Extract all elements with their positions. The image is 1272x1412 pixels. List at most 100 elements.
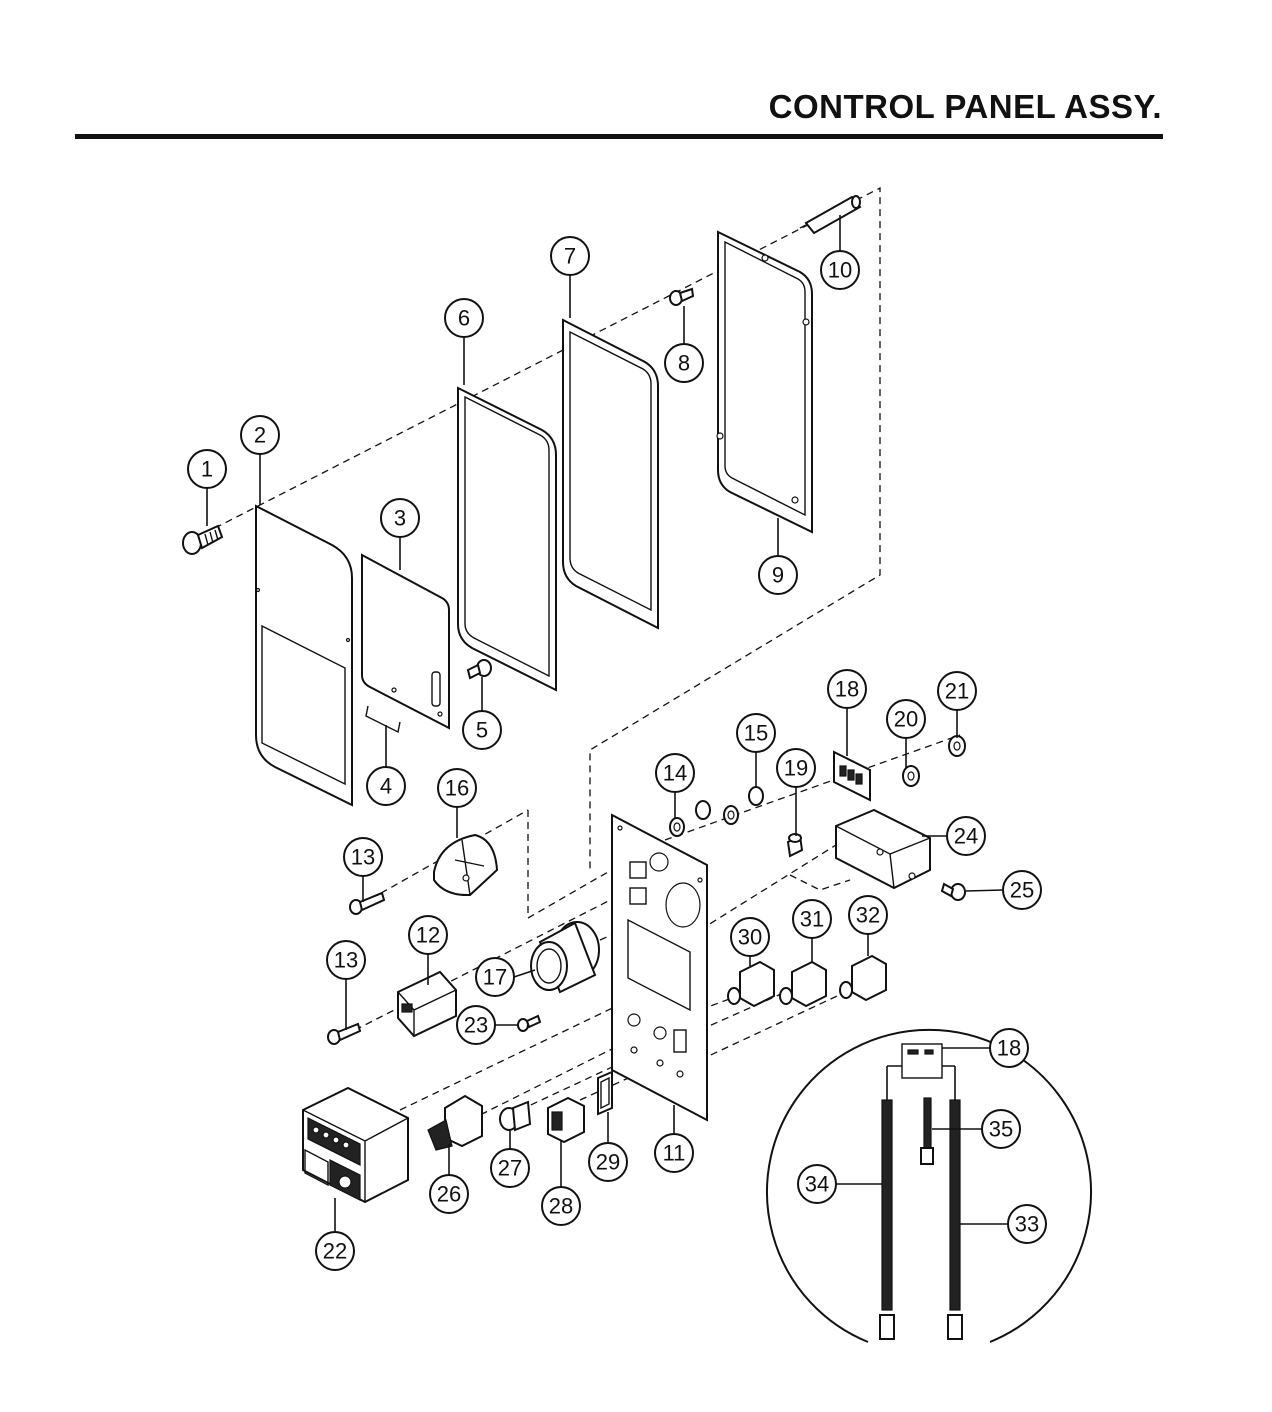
callout-15: 15 <box>736 713 776 753</box>
receptacle-17 <box>530 921 600 994</box>
washer-nut-14 <box>669 800 711 837</box>
washer-20 <box>902 765 920 787</box>
svg-text:28: 28 <box>549 1194 573 1219</box>
svg-text:19: 19 <box>784 756 808 781</box>
svg-text:25: 25 <box>1010 878 1034 903</box>
screw-part-5 <box>466 659 492 680</box>
callout-3: 3 <box>380 498 420 538</box>
callout-24: 24 <box>946 816 986 856</box>
callout-21: 21 <box>937 671 977 711</box>
svg-text:13: 13 <box>334 948 358 973</box>
svg-text:7: 7 <box>564 244 576 269</box>
gasket-frame-6 <box>457 386 557 692</box>
indicator-27 <box>499 1100 532 1132</box>
screw-part-1 <box>182 524 224 555</box>
screw-part-13b <box>327 1022 362 1045</box>
screw-part-23 <box>517 1014 542 1032</box>
svg-text:5: 5 <box>476 718 488 743</box>
callout-9: 9 <box>758 555 798 595</box>
svg-text:4: 4 <box>380 774 392 799</box>
callout-11: 11 <box>654 1133 694 1173</box>
svg-text:16: 16 <box>445 776 469 801</box>
callout-35: 35 <box>981 1109 1021 1149</box>
svg-text:17: 17 <box>483 965 507 990</box>
screw-part-13a <box>349 891 386 915</box>
svg-text:30: 30 <box>738 925 762 950</box>
callout-8: 8 <box>664 343 704 383</box>
callout-17: 17 <box>475 957 515 997</box>
callout-18-detail: 18 <box>989 1028 1029 1068</box>
bracket-24 <box>835 808 931 890</box>
callout-26: 26 <box>429 1174 469 1214</box>
svg-text:23: 23 <box>464 1013 488 1038</box>
washer-nut-15 <box>723 786 764 825</box>
bezel-29 <box>597 1070 613 1116</box>
callout-10: 10 <box>820 250 860 290</box>
control-module-22 <box>302 1086 409 1204</box>
standoff-10 <box>799 195 862 235</box>
callout-33: 33 <box>1007 1204 1047 1244</box>
svg-text:6: 6 <box>458 306 470 331</box>
callout-31: 31 <box>792 899 832 939</box>
svg-text:1: 1 <box>201 457 213 482</box>
breaker-31 <box>779 960 827 1008</box>
rotary-switch-26 <box>427 1094 483 1151</box>
svg-text:18: 18 <box>997 1036 1021 1061</box>
callout-1: 1 <box>187 449 227 489</box>
svg-text:29: 29 <box>596 1150 620 1175</box>
nut-21 <box>948 735 966 757</box>
callout-4: 4 <box>366 766 406 806</box>
svg-text:12: 12 <box>416 923 440 948</box>
callout-20: 20 <box>886 699 926 739</box>
svg-text:34: 34 <box>805 1172 829 1197</box>
svg-text:31: 31 <box>800 907 824 932</box>
callout-12: 12 <box>408 915 448 955</box>
svg-text:13: 13 <box>351 845 375 870</box>
svg-text:18: 18 <box>835 677 859 702</box>
callout-16: 16 <box>437 768 477 808</box>
callout-34: 34 <box>797 1164 837 1204</box>
callout-18-upper: 18 <box>827 669 867 709</box>
svg-text:20: 20 <box>894 707 918 732</box>
svg-text:21: 21 <box>945 679 969 704</box>
screw-part-8 <box>669 287 695 306</box>
callout-2: 2 <box>240 415 280 455</box>
gasket-frame-7 <box>562 318 659 630</box>
svg-text:15: 15 <box>744 721 768 746</box>
callout-13-lower: 13 <box>326 940 366 980</box>
callout-29: 29 <box>588 1142 628 1182</box>
svg-text:11: 11 <box>663 1141 686 1166</box>
svg-text:8: 8 <box>678 351 690 376</box>
svg-text:3: 3 <box>394 506 406 531</box>
svg-text:32: 32 <box>856 903 880 928</box>
callout-5: 5 <box>462 710 502 750</box>
callout-30: 30 <box>730 917 770 957</box>
front-panel <box>255 504 353 807</box>
svg-text:35: 35 <box>989 1117 1013 1142</box>
callout-13-upper: 13 <box>343 837 383 877</box>
hour-meter-12 <box>397 970 457 1038</box>
svg-text:2: 2 <box>254 423 266 448</box>
rocker-switch-28 <box>547 1096 585 1144</box>
main-control-panel <box>611 813 708 1122</box>
breaker-32 <box>839 954 887 1002</box>
screw-part-25 <box>940 882 966 901</box>
svg-text:22: 22 <box>323 1239 347 1264</box>
svg-text:9: 9 <box>772 563 784 588</box>
callout-22: 22 <box>315 1231 355 1271</box>
door-handle <box>365 705 401 734</box>
callout-19: 19 <box>776 748 816 788</box>
callout-32: 32 <box>848 895 888 935</box>
leader-lines <box>206 215 1008 1232</box>
svg-text:27: 27 <box>498 1156 522 1181</box>
title-rule <box>75 134 1163 139</box>
callout-6: 6 <box>444 298 484 338</box>
callout-25: 25 <box>1002 870 1042 910</box>
svg-text:24: 24 <box>954 824 978 849</box>
callout-28: 28 <box>541 1186 581 1226</box>
callout-27: 27 <box>490 1148 530 1188</box>
wiring-detail <box>766 1029 1092 1343</box>
svg-text:14: 14 <box>663 761 687 786</box>
spacer-19 <box>786 833 804 858</box>
